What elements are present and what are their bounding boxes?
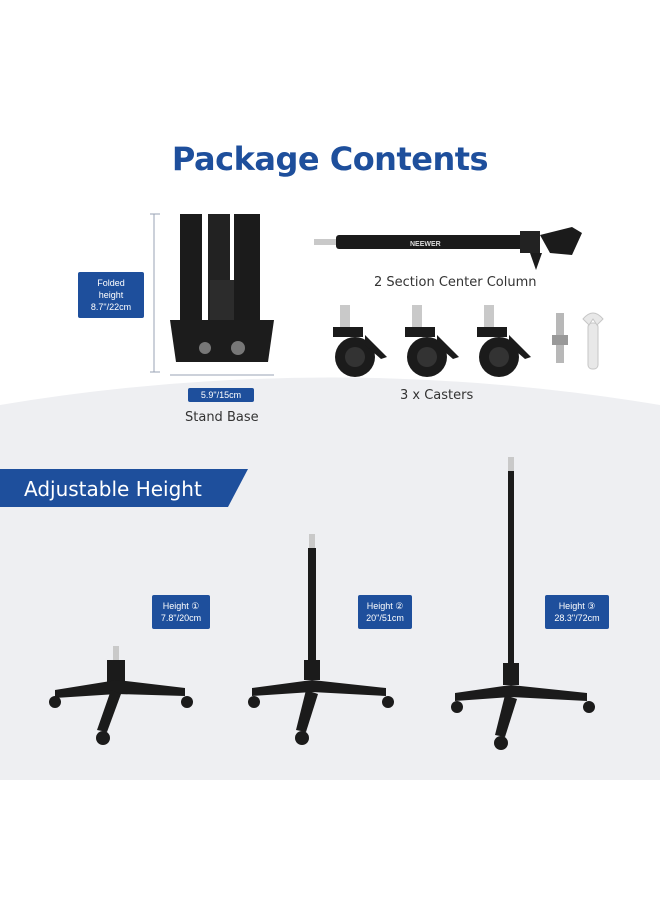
- casters-image: [333, 305, 604, 377]
- wrench-tool: [582, 312, 604, 370]
- stand-height-1: [49, 646, 193, 745]
- height-2-badge: Height ② 20"/51cm: [358, 595, 412, 629]
- caster-3: [477, 305, 531, 377]
- stand-height-3: [451, 457, 595, 750]
- height-1-badge: Height ① 7.8"/20cm: [152, 595, 210, 629]
- adjustable-height-banner: [0, 469, 248, 507]
- spigot-adapter: [552, 313, 568, 363]
- page-title: Package Contents: [171, 140, 489, 178]
- base-width-badge: 5.9"/15cm: [188, 388, 254, 402]
- column-caption: 2 Section Center Column: [374, 275, 537, 290]
- caster-2: [405, 305, 459, 377]
- stand-base-caption: Stand Base: [185, 410, 259, 425]
- adjustable-height-label: Adjustable Height: [24, 477, 202, 501]
- stand-height-2: [248, 534, 394, 745]
- center-column-image: NEEWER: [314, 227, 582, 270]
- caster-1: [333, 305, 387, 377]
- stand-base-image: [150, 213, 274, 376]
- casters-caption: 3 x Casters: [400, 388, 474, 403]
- height-3-badge: Height ③ 28.3"/72cm: [545, 595, 609, 629]
- folded-height-badge: Folded height 8.7"/22cm: [78, 272, 144, 318]
- column-brand-text: NEEWER: [410, 241, 441, 248]
